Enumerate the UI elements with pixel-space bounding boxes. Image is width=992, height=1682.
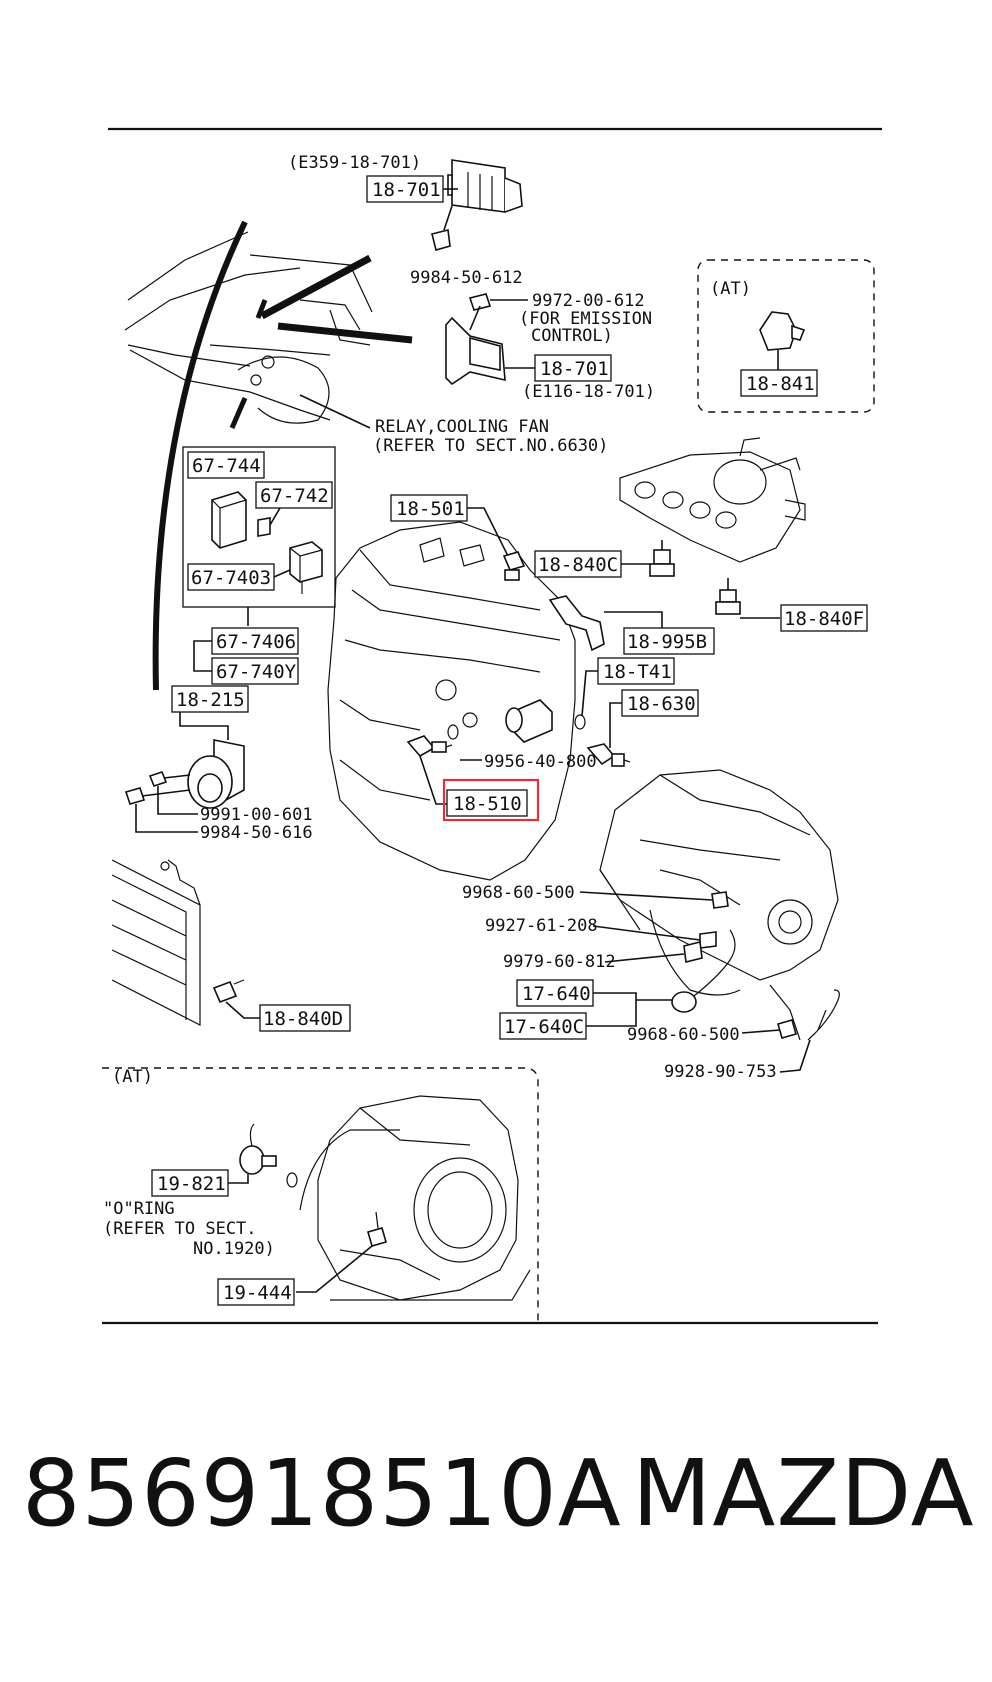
label-no-1920: NO.1920): [193, 1239, 275, 1259]
clip-9927-61-208: [699, 931, 717, 949]
callout-box-18-701-mid: [534, 354, 612, 382]
highlight-18-510: [442, 778, 540, 822]
callout-box-67-7403: [187, 563, 275, 591]
relay-bracket-lower: [445, 293, 506, 386]
label-19-821: 19-821: [157, 1173, 226, 1195]
label-18-840f: 18-840F: [784, 608, 864, 630]
bolt-9984-50-612: [431, 205, 453, 251]
callout-box-18-995b: [623, 627, 715, 655]
at-box-bottom: [102, 1067, 539, 1323]
label-18-215: 18-215: [176, 689, 245, 711]
at-box-top: [697, 259, 875, 413]
callout-box-18-215: [171, 685, 249, 713]
callout-box-19-821: [151, 1169, 229, 1197]
relay-67-744: [211, 491, 247, 549]
sensor-18-501: [502, 551, 526, 581]
sensor-19-821: [239, 1123, 277, 1175]
callout-box-67-740y: [211, 657, 299, 685]
label-oring: "O"RING: [103, 1199, 175, 1219]
engine-block: [327, 521, 576, 881]
clip-67-742: [257, 517, 271, 537]
label-9979-60-812: 9979-60-812: [503, 952, 616, 972]
label-18-t41: 18-T41: [603, 661, 672, 683]
sensor-18-840d: [212, 979, 245, 1004]
callout-box-18-840f: [780, 604, 868, 632]
label-67-7403: 67-7403: [191, 567, 271, 589]
relay-bracket-upper: [447, 159, 523, 213]
label-18-701-mid: 18-701: [540, 358, 609, 380]
label-18-841: 18-841: [746, 373, 815, 395]
label-at-top: (AT): [710, 279, 751, 299]
label-e359-18-701: (E359-18-701): [288, 153, 421, 173]
label-e116-18-701: (E116-18-701): [522, 382, 655, 402]
label-17-640c: 17-640C: [504, 1016, 584, 1038]
brand-name: MAZDA: [632, 1440, 975, 1547]
label-refer-6630: (REFER TO SECT.NO.6630): [373, 436, 608, 456]
label-18-995b: 18-995B: [627, 631, 707, 653]
screws-18-215: [124, 771, 191, 805]
label-9972-00-612: 9972-00-612: [532, 291, 645, 311]
callout-box-67-744: [187, 451, 265, 479]
label-18-701-top: 18-701: [372, 179, 441, 201]
callout-box-17-640c: [499, 1012, 587, 1040]
bracket-18-995b: [548, 595, 605, 652]
plug-9968-60-500-a: [711, 891, 729, 909]
label-18-510: 18-510: [453, 793, 522, 815]
part-number: 856918510A: [22, 1440, 622, 1547]
label-18-840d: 18-840D: [263, 1008, 343, 1030]
relay-67-7403: [289, 541, 323, 594]
automatic-transmission: [299, 1095, 531, 1301]
label-9968-60-500-a: 9968-60-500: [462, 883, 575, 903]
car-front-outline: [124, 220, 413, 691]
label-relay-cooling-fan: RELAY,COOLING FAN: [375, 417, 549, 437]
exhaust-manifold: [619, 437, 806, 563]
callout-box-18-510: [446, 789, 528, 817]
label-17-640: 17-640: [522, 983, 591, 1005]
label-9984-50-616: 9984-50-616: [200, 823, 313, 843]
label-18-630: 18-630: [627, 693, 696, 715]
label-18-840c: 18-840C: [538, 554, 618, 576]
sensor-18-510: [406, 735, 453, 758]
label-19-444: 19-444: [223, 1282, 292, 1304]
callout-box-18-841: [740, 369, 818, 397]
label-9968-60-500-b: 9968-60-500: [627, 1025, 740, 1045]
clip-9928-90-753: [807, 989, 840, 1041]
label-9956-40-800: 9956-40-800: [484, 752, 597, 772]
label-9927-61-208: 9927-61-208: [485, 916, 598, 936]
oring-at: [286, 1172, 298, 1188]
callout-box-19-444: [217, 1278, 295, 1306]
callout-box-17-640: [516, 979, 594, 1007]
label-at-bottom: (AT): [112, 1067, 153, 1087]
plug-9968-60-500-b: [777, 1019, 797, 1039]
callout-box-67-7406: [211, 627, 299, 655]
label-67-742: 67-742: [260, 485, 329, 507]
callout-box-18-501: [390, 494, 468, 522]
sensor-19-444: [367, 1211, 387, 1247]
callout-box-18-840d: [259, 1004, 351, 1032]
label-9928-90-753: 9928-90-753: [664, 1062, 777, 1082]
label-control: CONTROL): [531, 326, 613, 346]
oring-18-t41: [574, 714, 586, 730]
label-for-emission: (FOR EMISSION: [519, 309, 652, 329]
radiator: [111, 859, 201, 1026]
callout-box-18-t41: [597, 657, 675, 685]
label-18-501: 18-501: [396, 498, 465, 520]
label-refer-sect: (REFER TO SECT.: [103, 1219, 257, 1239]
sensor-17-640: [671, 929, 736, 1013]
callout-box-67-742: [255, 481, 333, 509]
label-67-740y: 67-740Y: [216, 661, 297, 683]
sensor-18-630: [586, 743, 631, 767]
sensor-18-840f: [715, 578, 741, 615]
label-9984-50-612: 9984-50-612: [410, 268, 523, 288]
caption: 856918510A MAZDA: [0, 1440, 992, 1560]
horn-18-215: [187, 739, 245, 809]
label-9991-00-601: 9991-00-601: [200, 805, 313, 825]
bolt-9979-60-812: [683, 941, 703, 963]
sensor-18-840c: [649, 540, 675, 577]
label-67-7406: 67-7406: [216, 631, 296, 653]
label-67-744: 67-744: [192, 455, 261, 477]
oring-9956-40-800: [447, 724, 459, 740]
switch-18-841: [759, 311, 806, 370]
